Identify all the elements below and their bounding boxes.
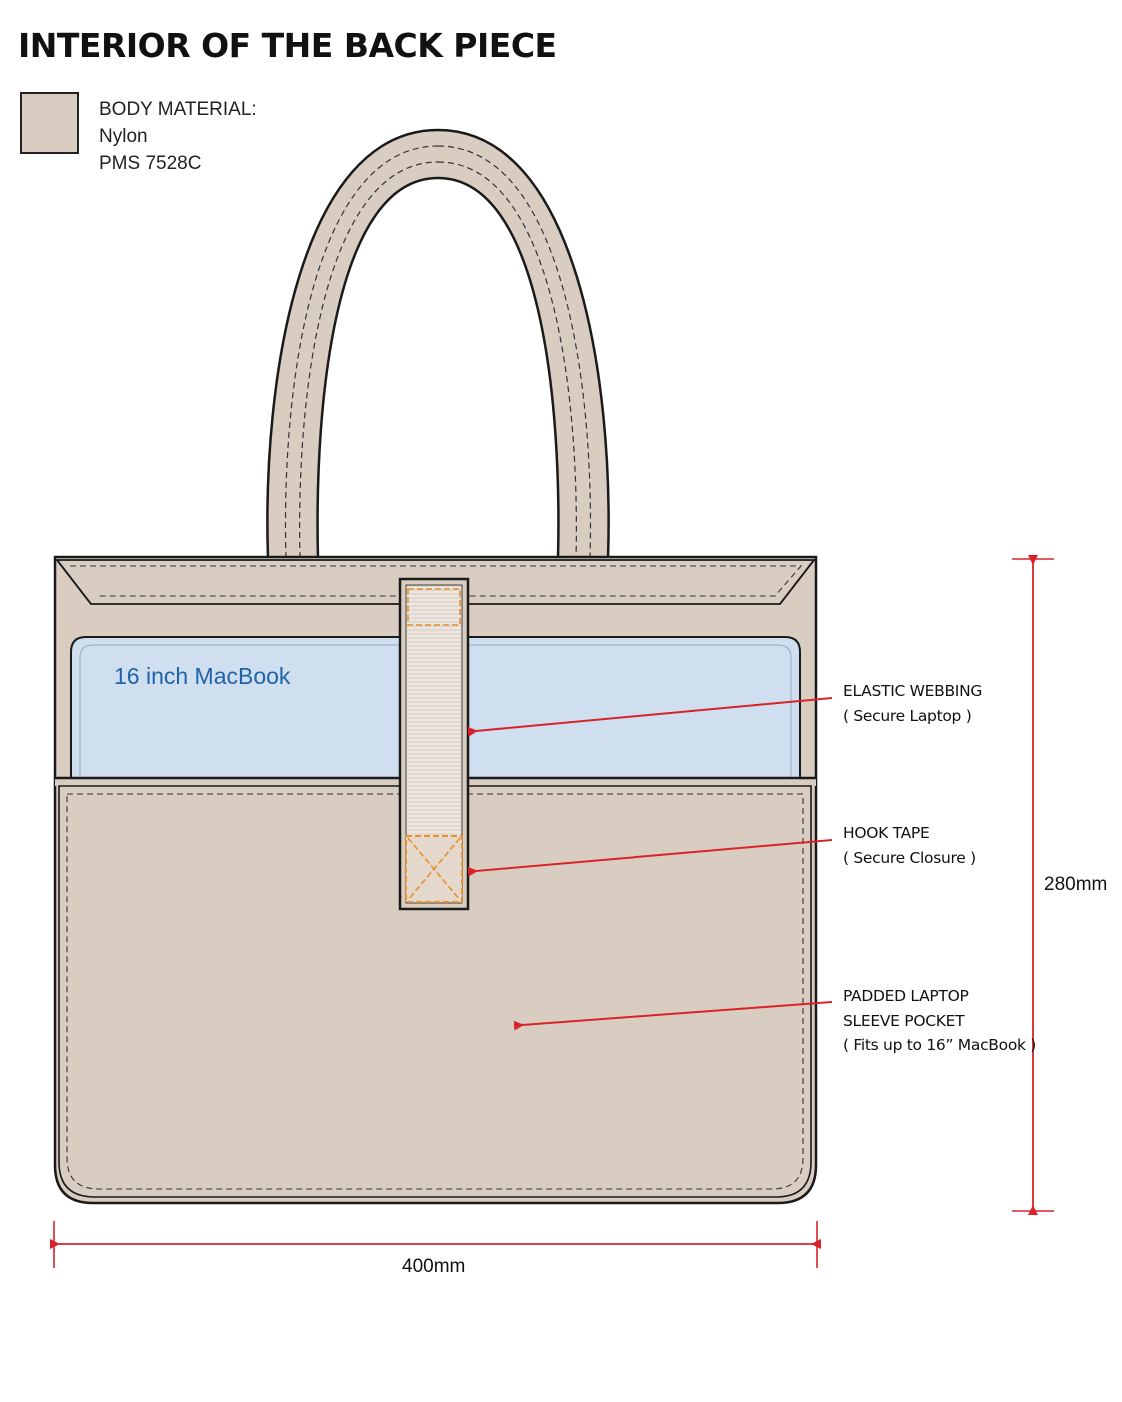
shoulder-handle: [266, 128, 610, 560]
hook-tape-patch: [405, 835, 463, 903]
callout-hook-tape-note: ( Secure Closure ): [843, 848, 976, 867]
callout-elastic-webbing: ELASTIC WEBBING ( Secure Laptop ): [843, 679, 982, 728]
legend-line-pantone: PMS 7528C: [99, 153, 202, 174]
callout-hook-tape-title: HOOK TAPE: [843, 824, 930, 842]
height-dimension-line: [1012, 555, 1054, 1215]
material-legend: BODY MATERIAL: Nylon PMS 7528C: [99, 96, 257, 177]
elastic-webbing-arrow: [467, 697, 833, 737]
elastic-webbing-strap: [398, 577, 470, 911]
callout-elastic-webbing-note: ( Secure Laptop ): [843, 706, 972, 725]
page-title: INTERIOR OF THE BACK PIECE: [18, 26, 557, 65]
width-dimension-label: 400mm: [402, 1256, 466, 1277]
callout-elastic-webbing-title: ELASTIC WEBBING: [843, 682, 983, 700]
callout-padded-pocket-note: ( Fits up to 16” MacBook ): [843, 1036, 1037, 1054]
callout-padded-pocket: PADDED LAPTOP SLEEVE POCKET ( Fits up to…: [843, 984, 1036, 1058]
callout-padded-pocket-title-2: SLEEVE POCKET: [843, 1011, 965, 1030]
material-swatch: [20, 92, 79, 154]
callout-hook-tape: HOOK TAPE ( Secure Closure ): [843, 821, 976, 870]
height-dimension-label: 280mm: [1044, 874, 1108, 895]
legend-line-material-heading: BODY MATERIAL:: [99, 99, 257, 120]
hook-tape-arrow: [467, 839, 833, 877]
callout-arrows: [467, 697, 833, 1031]
legend-line-material-name: Nylon: [99, 126, 148, 147]
callout-padded-pocket-title-1: PADDED LAPTOP: [843, 987, 969, 1005]
padded-pocket-arrow: [513, 1001, 833, 1031]
laptop-label: 16 inch MacBook: [114, 663, 291, 689]
width-dimension-line: [50, 1221, 821, 1268]
